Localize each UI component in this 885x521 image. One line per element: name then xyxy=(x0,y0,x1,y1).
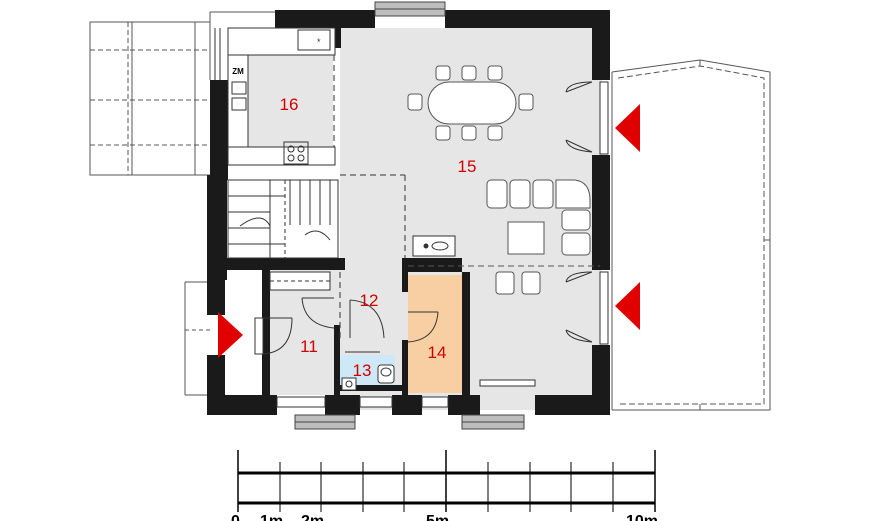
door-swing-icon xyxy=(254,317,293,355)
sofa-icon xyxy=(486,179,591,256)
scale-label-5m: 5m xyxy=(426,513,449,521)
scale-label-1m: 1m xyxy=(260,513,283,521)
toilet-icon xyxy=(341,364,395,391)
window-icon xyxy=(294,414,356,430)
room-11-number: 11 xyxy=(300,337,318,356)
stairs-icon xyxy=(227,174,406,259)
room-labels: 16 15 12 11 13 14 xyxy=(280,95,477,380)
scale-label-2m: 2m xyxy=(301,513,324,521)
scale-label-10m: 10m xyxy=(626,513,658,521)
window-icon xyxy=(374,1,446,17)
fireplace-icon xyxy=(412,235,456,257)
sink-icon xyxy=(231,81,247,111)
walls xyxy=(207,10,610,415)
door-swing-icon xyxy=(565,81,609,155)
door-swing-icon xyxy=(565,271,609,345)
entrance-arrow-icon xyxy=(218,312,243,358)
dining-table-icon xyxy=(407,65,534,141)
entrance-arrow-icon xyxy=(615,282,640,330)
kitchen: * xyxy=(214,27,336,166)
scale-bar xyxy=(237,450,656,512)
door-swing-icon xyxy=(301,297,335,329)
entrance-arrow-icon xyxy=(615,104,640,152)
room-16-number: 16 xyxy=(280,95,299,114)
svg-text:*: * xyxy=(317,37,321,47)
door-swing-icon xyxy=(407,311,439,343)
door-swing-icons xyxy=(254,81,609,355)
room-13-number: 13 xyxy=(353,361,372,380)
room-14-number: 14 xyxy=(428,343,447,362)
kitchen-marker: ZM xyxy=(232,67,244,76)
room-12-number: 12 xyxy=(360,291,379,310)
window-icons xyxy=(276,1,536,430)
stove-icon xyxy=(283,141,309,165)
left-terrace xyxy=(89,11,275,401)
living-chairs xyxy=(408,265,600,295)
room-15-number: 15 xyxy=(458,157,477,176)
floor-fills xyxy=(225,28,602,410)
door-swing-icon xyxy=(349,299,385,339)
entrance-arrows xyxy=(218,104,640,358)
scale-label-0: 0 xyxy=(231,513,240,521)
window-icon xyxy=(461,414,525,430)
right-terrace xyxy=(611,59,771,411)
